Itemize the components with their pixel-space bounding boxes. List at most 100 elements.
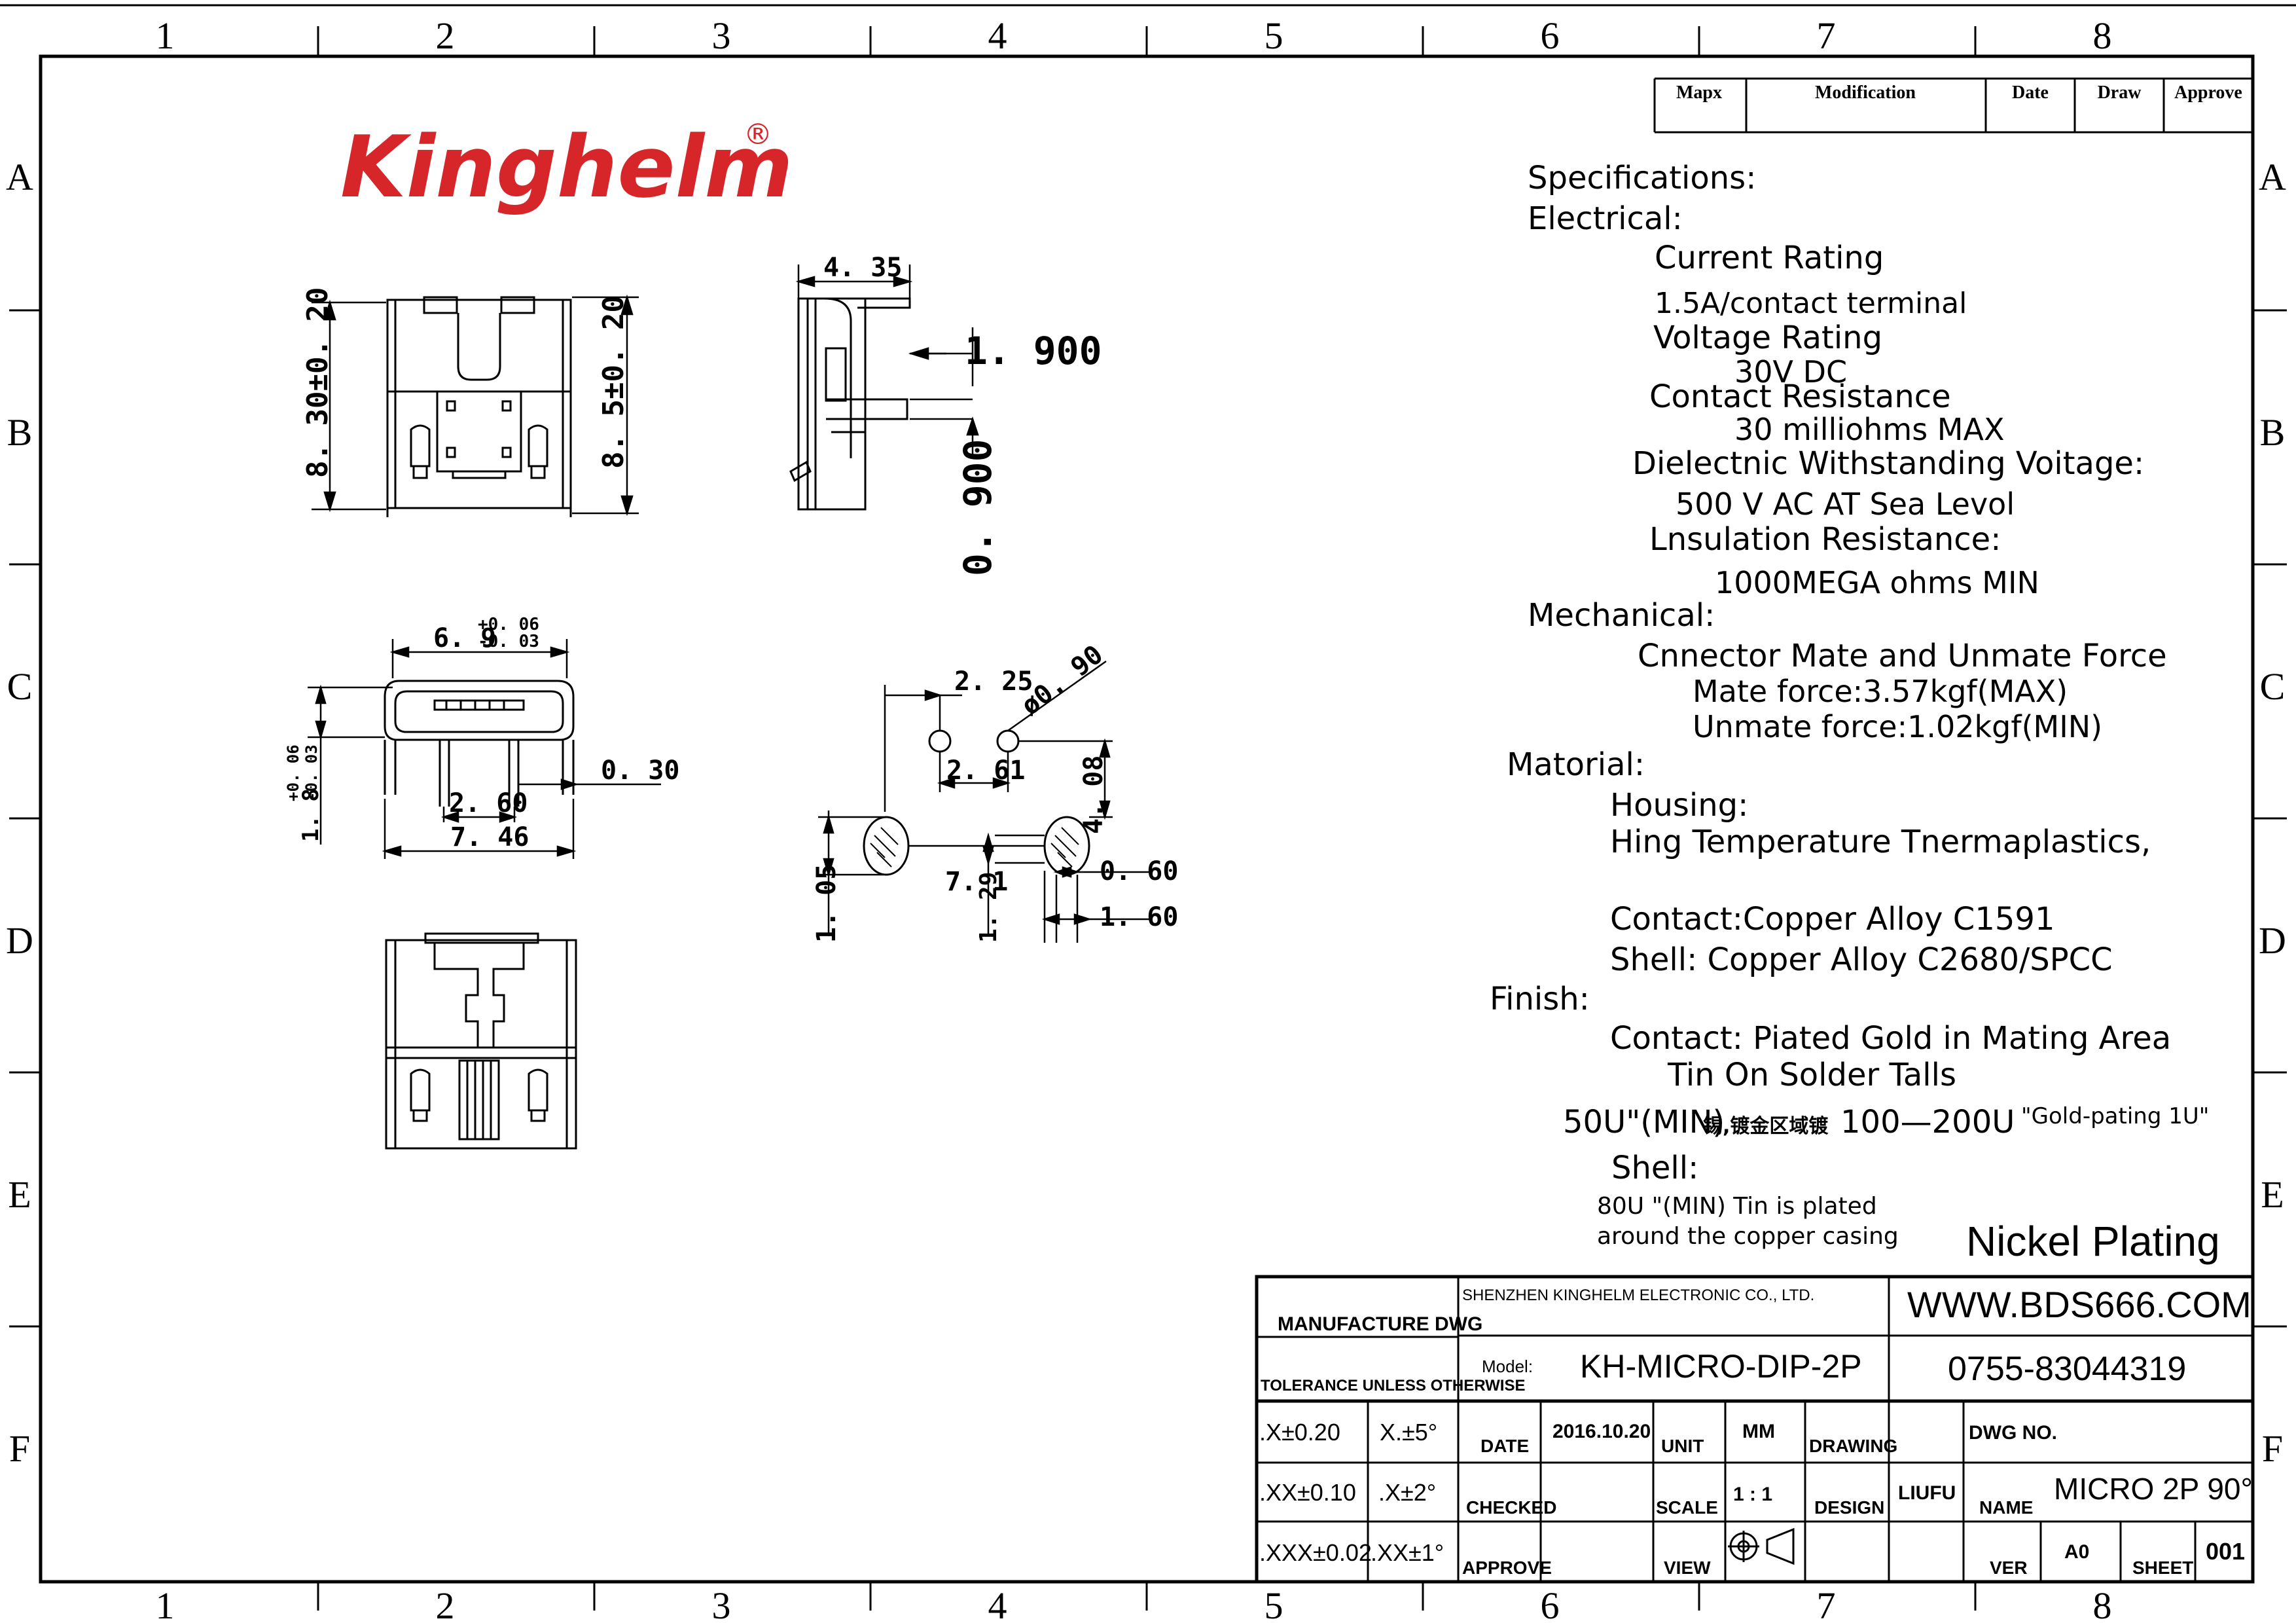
spec-material: Matorial: [1507, 746, 1645, 783]
spec-contact-resistance: Contact Resistance [1649, 378, 1951, 415]
row-label-left-f: F [9, 1427, 30, 1470]
kinghelm-logo: Kinghelm ® [340, 117, 793, 217]
spec-mechanical: Mechanical: [1528, 597, 1715, 634]
spec-voltage-rating: Voltage Rating [1653, 319, 1882, 356]
col-label-bottom-5: 5 [1265, 1584, 1283, 1623]
spec-finish-contact: Contact: Piated Gold in Mating Area [1610, 1020, 2171, 1057]
rev-header-approve: Approve [2174, 82, 2242, 103]
title-block [1255, 1275, 2255, 1584]
dim-pcb-slot-span: 1. 60 [1100, 902, 1178, 932]
tb-sheet-label: SHEET [2132, 1558, 2193, 1578]
tb-ang-xxx: .XX±1° [1371, 1539, 1444, 1566]
col-label-top-6: 6 [1541, 14, 1560, 57]
dim-face-width: 6. 9 +0. 06 -0. 03 [433, 615, 539, 653]
title-block-text: MANUFACTURE DWG TOLERANCE UNLESS OTHERWI… [1259, 1284, 2253, 1578]
spec-finish-gold-b: 锡,镀金区域镀 [1703, 1115, 1829, 1138]
tb-tol-xx: .XX±0.10 [1259, 1479, 1356, 1506]
rev-header-draw: Draw [2098, 82, 2142, 103]
tb-date-label: DATE [1480, 1436, 1529, 1456]
dim-face-height-tol-dn: -0. 03 [302, 744, 321, 801]
spec-current-rating: Current Rating [1655, 240, 1884, 276]
dim-face-width-main: 6. 9 [433, 623, 496, 653]
row-label-right-a: A [2259, 156, 2286, 198]
tb-scale-value: 1 : 1 [1733, 1484, 1772, 1505]
tb-ang-xx: .X±2° [1378, 1479, 1436, 1506]
spec-title: Specifications: [1528, 160, 1756, 196]
tb-tolerance: TOLERANCE UNLESS OTHERWISE [1261, 1377, 1525, 1395]
spec-dielectric-value: 500 V AC AT Sea Levol [1676, 486, 2015, 522]
rev-header-modification: Modification [1815, 82, 1916, 103]
spec-contact-resistance-value: 30 milliohms MAX [1734, 412, 2004, 447]
col-label-bottom-1: 1 [156, 1584, 175, 1623]
dim-front-height-right: 8. 5±0. 20 [597, 295, 630, 469]
spec-shell-note-1: 80U "(MIN) Tin is plated [1597, 1193, 1877, 1220]
logo-registered-mark: ® [744, 118, 772, 151]
col-label-bottom-6: 6 [1541, 1584, 1560, 1623]
tb-sheet-value: 001 [2206, 1538, 2245, 1565]
dim-side-pin: 0. 900 [956, 439, 1000, 576]
side-view-drawing [789, 297, 911, 511]
col-label-bottom-3: 3 [712, 1584, 731, 1623]
tb-tol-xxx: .XXX±0.02 [1259, 1539, 1372, 1566]
tb-model-label: Model: [1482, 1357, 1533, 1376]
dim-pcb-slot-h-right: 1. 29 [975, 872, 1002, 943]
tb-design-label: DESIGN [1814, 1497, 1884, 1518]
tb-phone: 0755-83044319 [1948, 1350, 2186, 1388]
tb-approve-label: APPROVE [1462, 1558, 1552, 1578]
front-view-dimension-lines [312, 294, 639, 517]
rev-header-mapx: Mapx [1676, 82, 1722, 103]
col-label-top-8: 8 [2093, 14, 2112, 57]
tb-view-label: VIEW [1664, 1558, 1711, 1578]
dim-pcb-slot-spacing: 7. 1 [945, 867, 1008, 897]
pcb-layout-dimension-lines [818, 660, 1149, 943]
tb-date-value: 2016.10.20 [1552, 1421, 1651, 1442]
spec-shell: Shell: [1611, 1150, 1698, 1186]
tb-tol-x: .X±0.20 [1259, 1419, 1340, 1446]
spec-dielectric: Dielectnic Withstanding Voitage: [1632, 445, 2144, 482]
spec-nickel-plating: Nickel Plating [1966, 1218, 2220, 1265]
rev-header-date: Date [2012, 82, 2049, 103]
spec-finish-tin: Tin On Solder Talls [1667, 1057, 1956, 1093]
specifications-block: Specifications: Electrical: Current Rati… [1490, 160, 2220, 1265]
row-label-left-e: E [8, 1173, 31, 1216]
col-label-top-7: 7 [1817, 14, 1836, 57]
dim-face-pin-thickness: 0. 30 [601, 756, 679, 786]
row-label-left-b: B [7, 411, 33, 454]
spec-housing-value: Hing Temperature Tnermaplastics, [1610, 824, 2151, 860]
tb-name-label: NAME [1979, 1497, 2033, 1518]
dim-face-width-tol-dn: -0. 03 [478, 632, 539, 651]
dim-face-height: 1. 8 +0. 06 -0. 03 [284, 744, 324, 842]
col-label-bottom-7: 7 [1817, 1584, 1836, 1623]
col-label-top-4: 4 [988, 14, 1007, 57]
revision-table [1653, 77, 2253, 134]
col-label-bottom-4: 4 [988, 1584, 1007, 1623]
spec-insulation-value: 1000MEGA ohms MIN [1715, 565, 2039, 600]
spec-insulation: Lnsulation Resistance: [1649, 521, 2001, 558]
row-label-left-c: C [7, 665, 33, 708]
sheet-frame [0, 4, 2296, 1611]
tb-scale-label: SCALE [1656, 1497, 1718, 1518]
row-label-left-a: A [6, 156, 33, 198]
row-label-right-c: C [2260, 665, 2286, 708]
dim-side-offset: 1. 900 [965, 329, 1102, 373]
dim-face-height-main: 1. 8 [298, 788, 324, 842]
tb-ver-value: A0 [2064, 1541, 2089, 1563]
projection-symbol-icon [1728, 1527, 1795, 1565]
row-label-right-f: F [2262, 1427, 2283, 1470]
tb-name-value: MICRO 2P 90° [2054, 1472, 2253, 1506]
side-view-dimension-lines [795, 264, 979, 458]
tb-unit-value: MM [1742, 1421, 1775, 1442]
row-label-right-b: B [2260, 411, 2286, 454]
row-label-left-d: D [6, 919, 33, 962]
dim-pcb-height: 4. 08 [1079, 756, 1109, 834]
front-view-drawing [386, 296, 572, 517]
col-label-top-2: 2 [436, 14, 455, 57]
tb-dwg-no-label: DWG NO. [1969, 1422, 2057, 1444]
spec-voltage-value: 30V DC [1734, 354, 1847, 390]
dim-face-height-tol-up: +0. 06 [284, 744, 302, 801]
spec-mate-value: Mate force:3.57kgf(MAX) [1693, 674, 2068, 709]
dim-pcb-slot-h-left: 1. 05 [812, 864, 842, 943]
dim-pcb-hole-x: 2. 25 [954, 666, 1033, 697]
tb-unit-label: UNIT [1661, 1436, 1704, 1456]
